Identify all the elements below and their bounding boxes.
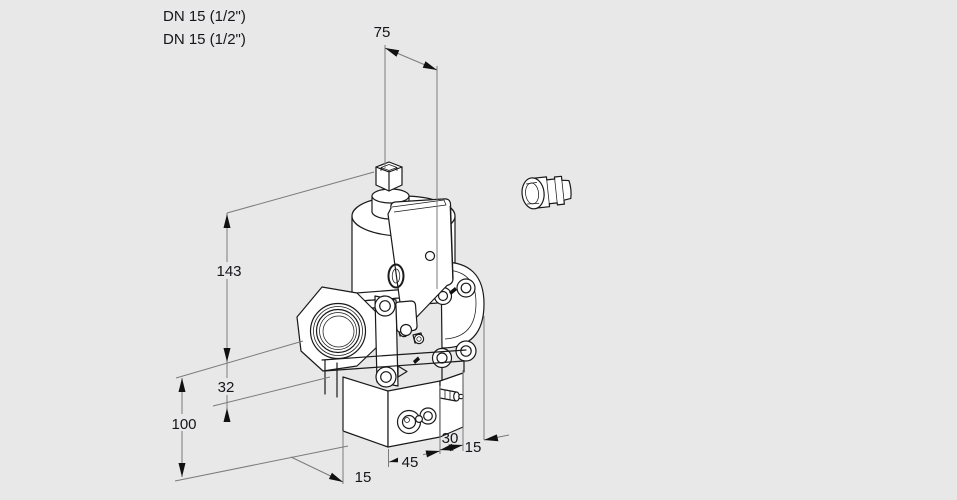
dim-top-depth-75: 75 — [374, 24, 438, 289]
spare-plug-part — [521, 175, 572, 210]
edge-accent — [413, 356, 420, 364]
dim-outlet-depth-30: 30 — [439, 370, 464, 452]
cover-hole — [424, 250, 436, 262]
dim-label-100: 100 — [171, 416, 196, 433]
edge-accent — [449, 287, 457, 295]
dim-label-30: 30 — [442, 430, 459, 447]
test-port — [419, 407, 437, 425]
dim-label-75: 75 — [374, 24, 391, 41]
dim-base-depth-15: 15 — [290, 431, 372, 486]
dim-label-15-right: 15 — [465, 439, 482, 456]
flow-direction-mark — [397, 365, 408, 378]
flange-bolt — [455, 340, 477, 362]
outlet-flange — [431, 261, 485, 382]
dim-lower-height-100: 100 — [166, 378, 349, 482]
port-screw — [415, 415, 424, 424]
dim-outlet-side-15: 15 — [465, 316, 510, 456]
dim-label-32: 32 — [218, 379, 235, 396]
front-bolt-strap — [374, 295, 399, 388]
dim-label-15-bottom: 15 — [355, 469, 372, 486]
valve-drawing — [296, 161, 572, 448]
dim-label-143: 143 — [216, 263, 241, 280]
test-nipple — [439, 388, 464, 402]
dim-label-45: 45 — [402, 454, 419, 471]
connection-labels: DN 15 (1/2") DN 15 (1/2") — [163, 8, 246, 48]
body-base-plates — [321, 349, 467, 398]
cover-latch — [395, 300, 418, 337]
lower-block — [342, 365, 464, 448]
dn-label-2: DN 15 (1/2") — [163, 31, 246, 48]
adjustment-nut — [375, 161, 403, 192]
dim-base-width-45: 45 — [388, 386, 441, 471]
dim-upper-height-143: 143 — [213, 171, 375, 362]
axis-extension-line — [175, 340, 304, 379]
inlet-flange — [296, 286, 380, 372]
dim-axis-offset-32: 32 — [212, 362, 331, 422]
flange-bolt — [456, 278, 476, 298]
threaded-bore — [309, 302, 367, 360]
dn-label-1: DN 15 (1/2") — [163, 8, 246, 25]
test-port — [396, 409, 422, 435]
breather-vent — [387, 263, 405, 289]
